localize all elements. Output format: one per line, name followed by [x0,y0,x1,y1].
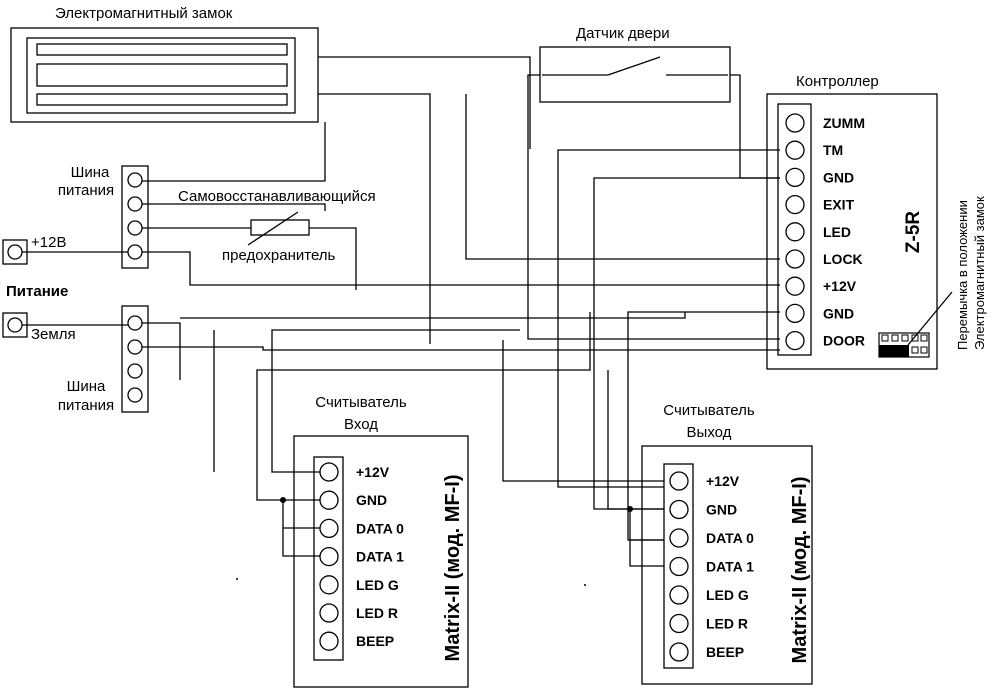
controller-title: Контроллер [796,73,879,90]
reader-out-terminal [669,499,689,520]
reader-in: Считыватель Вход +12V GND DATA 0 DATA 1 LED … [293,394,469,688]
reader-out-terminal [669,528,689,548]
reader-out-pin-label: LED R [706,616,748,632]
reader-in-pin-label: DATA 1 [356,549,404,565]
controller-terminal [785,194,805,215]
wires [22,56,780,567]
reader-out-pin-label: +12V [706,473,740,489]
controller-terminal [785,330,805,351]
reader-out-pin-label: LED G [706,587,749,603]
reader-out-terminal [669,471,689,491]
reader-in-pin-label: LED R [356,605,398,621]
reader-out-pin-label: DATA 1 [706,559,754,575]
controller-terminal [785,113,805,133]
reader-out-model: Matrix-II (мод. MF-I) [789,477,811,664]
reader-out-title-2: Выход [687,424,732,441]
controller-pin-label: TM [823,142,843,158]
reader-in-pin-label: GND [356,492,387,508]
power-ground-label: Земля [31,326,76,343]
electromagnetic-lock: Электромагнитный замок [10,5,319,123]
fuse-label-bottom: предохранитель [222,247,336,264]
controller-pin-label: +12V [823,278,857,294]
door-sensor-title: Датчик двери [576,25,670,42]
power-bus-top-label-2: питания [58,182,114,199]
reader-in-title-2: Вход [344,416,378,433]
controller-pin-label: ZUMM [823,115,865,131]
reader-out-title-1: Считыватель [663,402,755,419]
reader-in-terminal [319,518,339,539]
jumper-block [878,291,953,358]
controller-terminal [785,249,805,269]
reader-in-pin-label: BEEP [356,633,394,649]
controller-pin-label: DOOR [823,333,865,349]
reader-out-terminal [669,556,689,577]
power-plus-label: +12В [31,234,66,251]
power-bus-bottom: Шина питания [58,305,149,414]
controller-pin-label: LOCK [823,251,863,267]
reader-in-terminal [319,631,339,651]
reader-in-terminal [319,462,339,482]
power-title: Питание [6,283,68,300]
lock-title: Электромагнитный замок [55,5,233,22]
controller-pin-label: EXIT [823,197,855,213]
reader-out-pin-label: GND [706,502,737,518]
resettable-fuse: Самовосстанавливающийся предохранитель [178,188,376,264]
controller-terminal [785,222,805,242]
controller-pin-label: GND [823,169,854,185]
reader-out-pin-label: BEEP [706,644,744,660]
power-bus-bottom-label-2: питания [58,397,114,414]
reader-in-terminal [319,603,339,623]
controller-terminal [785,140,805,160]
fuse-label-top: Самовосстанавливающийся [178,188,376,205]
reader-in-pin-label: +12V [356,464,390,480]
jumper-note-line2: Электромагнитный замок [972,196,987,350]
reader-in-terminal [319,546,339,567]
controller-terminal [785,303,805,324]
controller-pin-label: GND [823,305,854,321]
reader-out-terminal [669,613,689,634]
controller-terminal [785,167,805,188]
reader-in-terminal [319,490,339,510]
controller-pin-label: LED [823,224,851,240]
reader-out-terminal [669,585,689,605]
reader-in-pin-label: DATA 0 [356,520,404,536]
power-bus-bottom-label-1: Шина [67,378,106,395]
power-input: +12В Питание Земля [2,234,76,343]
controller-terminal [785,276,805,296]
reader-in-model: Matrix-II (мод. MF-I) [442,475,464,662]
reader-out-terminal [669,642,689,662]
power-bus-top-label-1: Шина [71,164,110,181]
door-sensor: Датчик двери [539,25,731,103]
reader-in-title-1: Считыватель [315,394,407,411]
reader-in-pin-label: LED G [356,577,399,593]
reader-out: Считыватель Выход +12V GND DATA 0 DATA 1 LED… [641,402,813,685]
controller-model-name: Z-5R [903,211,924,254]
controller: Контроллер ZUMM TM GND EXIT LED LOCK +12V GND DO… [766,73,987,370]
jumper-note-line1: Перемычка в положении [955,200,970,350]
reader-out-pin-label: DATA 0 [706,530,754,546]
reader-in-terminal [319,575,339,595]
power-bus-top: Шина питания [58,164,149,269]
